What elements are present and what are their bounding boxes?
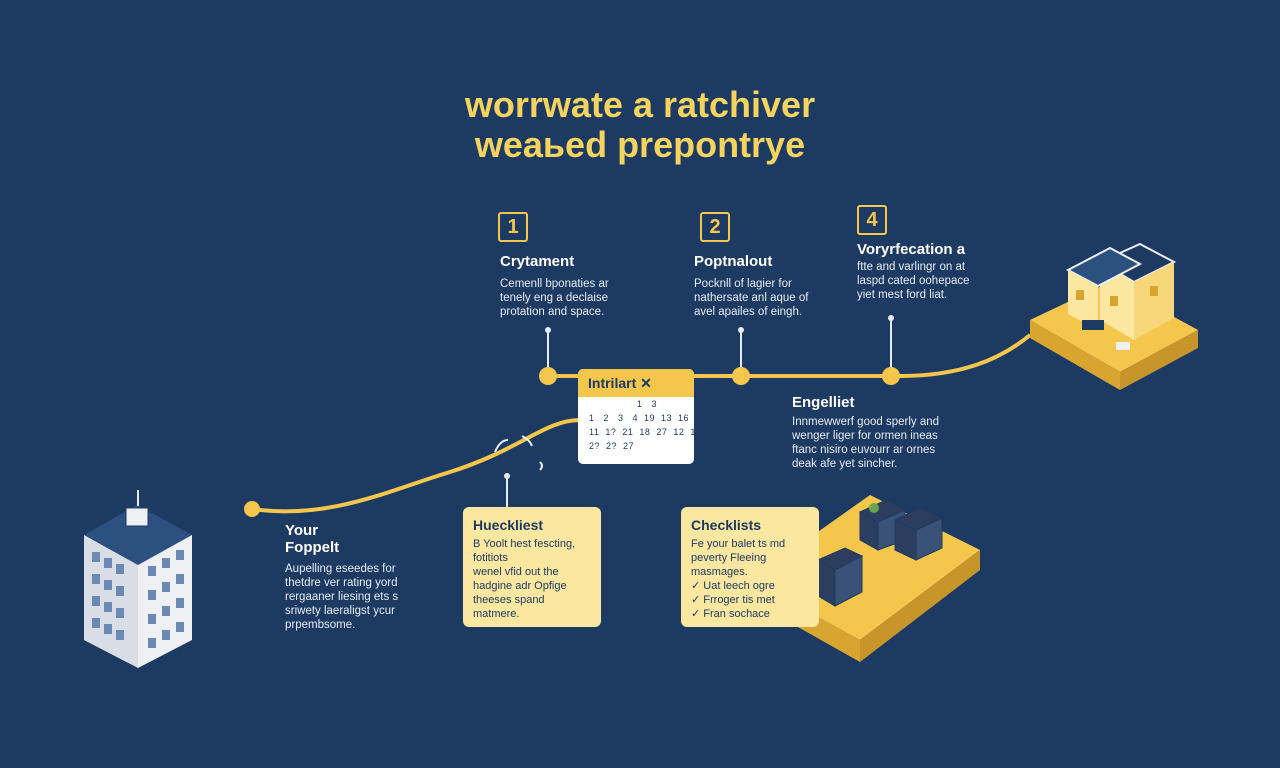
calendar-row: 1 2 3 4 19 13 16: [586, 413, 690, 423]
checklists-heading: Checklists: [691, 517, 762, 533]
calendar-row: 2? 2? 27: [586, 441, 635, 451]
calendar-title: Intrilart ✕: [578, 369, 694, 397]
page-title-line1: worrwate a ratchiver: [464, 84, 816, 125]
huecklist-card: Hueckliest B Yoolt hest fescting, fotiti…: [463, 507, 601, 627]
step-2-badge: 2: [700, 212, 730, 242]
house-illustration: [1030, 242, 1198, 390]
huecklist-heading: Hueckliest: [473, 517, 544, 533]
calendar-widget[interactable]: Intrilart ✕ 1 3 1 2 3 4 19 13 16 11 1? 2…: [578, 369, 694, 464]
checklist-item[interactable]: ✓ Uat leech ogre: [691, 580, 775, 592]
step-4-badge: 4: [857, 205, 887, 235]
calendar-row: 11 1? 21 18 27 12 13: [586, 427, 694, 437]
checklist-item[interactable]: ✓ Frroger tis met: [691, 594, 775, 606]
timeline-node-2: [732, 367, 750, 385]
step-1-badge: 1: [498, 212, 528, 242]
engelliet-heading: Engelliet: [792, 394, 855, 411]
step-2-heading: Poptnalout: [694, 253, 773, 270]
timeline-path-top: [548, 333, 1032, 378]
step-4-heading: Voryrfecation a: [857, 241, 966, 258]
timeline-node-start: [244, 501, 260, 517]
page-title-line2: weaьed prepontrye: [474, 124, 806, 165]
building-illustration: [84, 490, 192, 668]
checklist-item[interactable]: ✓ Fran sochace: [691, 608, 770, 620]
timeline-node-4: [882, 367, 900, 385]
step-1-heading: Crytament: [500, 253, 575, 270]
checklists-card: Checklists Fe your balet ts md peverty F…: [681, 507, 819, 627]
calendar-row: 1 3: [586, 399, 658, 409]
timeline-path: [251, 418, 581, 514]
timeline-node-1: [539, 367, 557, 385]
